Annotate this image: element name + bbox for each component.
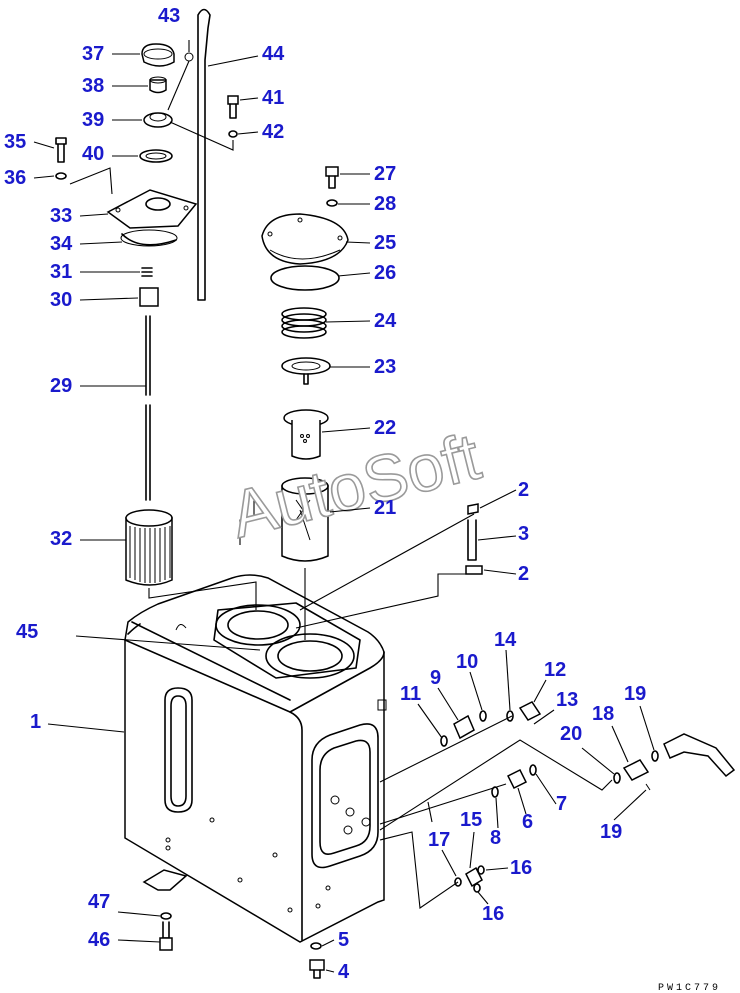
- callout-22: 22: [374, 417, 396, 439]
- callout-33: 33: [50, 205, 72, 227]
- callout-15: 15: [460, 809, 482, 831]
- filter-element: [125, 509, 257, 610]
- callout-16-upper: 16: [510, 857, 532, 879]
- callout-12: 12: [544, 659, 566, 681]
- callout-7: 7: [556, 793, 567, 815]
- callout-18: 18: [592, 703, 614, 725]
- callout-29: 29: [50, 375, 72, 397]
- callout-24: 24: [374, 310, 397, 332]
- callout-44: 44: [262, 43, 285, 65]
- breather-assembly: [55, 8, 239, 501]
- callout-11: 11: [400, 683, 421, 705]
- callout-37: 37: [82, 43, 104, 65]
- callout-25: 25: [374, 232, 396, 254]
- callout-45: 45: [16, 621, 38, 643]
- callout-34: 34: [50, 233, 73, 255]
- callout-10: 10: [456, 651, 478, 673]
- callout-2-lower: 2: [518, 563, 529, 585]
- callout-20: 20: [560, 723, 582, 745]
- callout-26: 26: [374, 262, 396, 284]
- callout-39: 39: [82, 109, 104, 131]
- callout-9: 9: [430, 667, 441, 689]
- callout-40: 40: [82, 143, 104, 165]
- drawing-code: PW1C779: [658, 983, 721, 993]
- return-filter-assembly: [239, 166, 349, 640]
- callout-32: 32: [50, 528, 72, 550]
- callout-2-upper: 2: [518, 479, 529, 501]
- callout-27: 27: [374, 163, 396, 185]
- callout-14: 14: [494, 629, 517, 651]
- leader-45: [75, 635, 261, 651]
- callout-21: 21: [374, 497, 396, 519]
- callout-42: 42: [262, 121, 284, 143]
- callout-17: 17: [428, 829, 450, 851]
- hydraulic-tank: [124, 574, 387, 943]
- callout-13: 13: [556, 689, 578, 711]
- callout-43: 43: [158, 5, 180, 27]
- callout-41: 41: [262, 87, 284, 109]
- watermark: AutoSoft: [223, 419, 487, 552]
- callout-1: 1: [30, 711, 41, 733]
- callout-labels: 43 37 44 38 41 39 42 35 40 27 36 28 33 2…: [4, 5, 655, 983]
- callout-5: 5: [338, 929, 349, 951]
- callout-8: 8: [490, 827, 501, 849]
- callout-3: 3: [518, 523, 529, 545]
- pipe-assembly: [295, 503, 483, 629]
- callout-46: 46: [88, 929, 110, 951]
- fittings-group: [379, 701, 736, 909]
- callout-28: 28: [374, 193, 396, 215]
- bottom-hardware: [142, 845, 325, 979]
- callout-38: 38: [82, 75, 104, 97]
- callout-19-upper: 19: [624, 683, 646, 705]
- callout-36: 36: [4, 167, 26, 189]
- callout-6: 6: [522, 811, 533, 833]
- callout-31: 31: [50, 261, 72, 283]
- callout-16-lower: 16: [482, 903, 504, 925]
- callout-23: 23: [374, 356, 396, 378]
- callout-30: 30: [50, 289, 72, 311]
- callout-4: 4: [338, 961, 350, 983]
- callout-47: 47: [88, 891, 110, 913]
- callout-35: 35: [4, 131, 26, 153]
- callout-19-lower: 19: [600, 821, 622, 843]
